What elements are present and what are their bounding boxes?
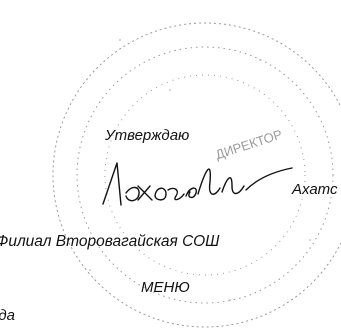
school-branch-line: Филиал Второвагайская СОШ: [0, 233, 220, 250]
director-surname: Ахатс: [292, 181, 338, 198]
year-fragment: ода: [0, 307, 15, 324]
approval-label: Утверждаю: [105, 127, 190, 144]
menu-heading: МЕНЮ: [141, 279, 190, 296]
